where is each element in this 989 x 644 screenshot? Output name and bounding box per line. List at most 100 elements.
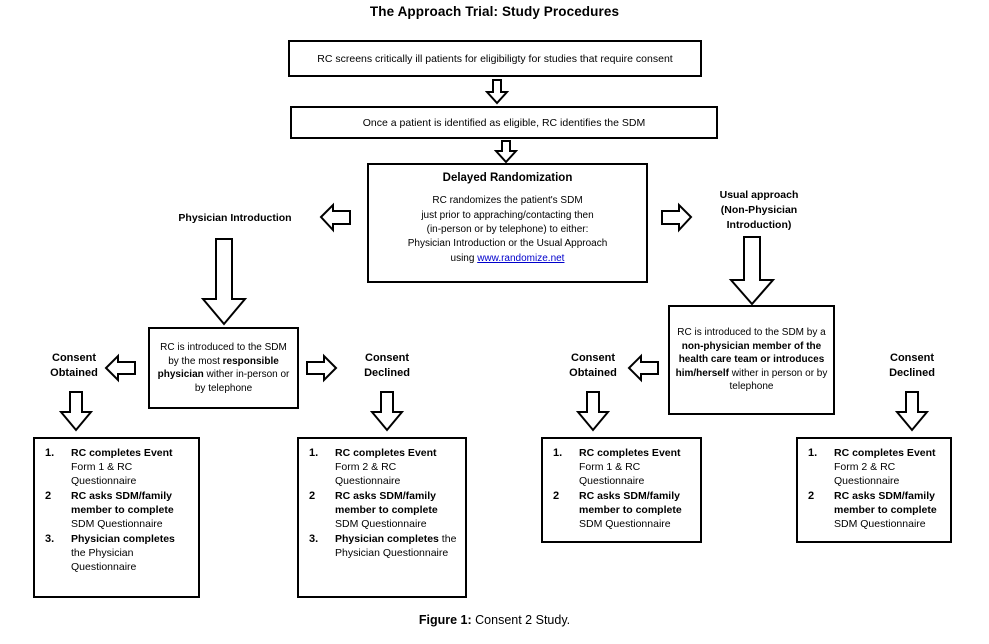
outcome-item-number: 2 <box>808 490 815 502</box>
outcome-item-text-bold: Physician completes <box>335 533 439 545</box>
consent-declined-nonphysician-line-2: Declined <box>889 367 935 379</box>
rc-physician-part1: RC is introduced to the SDM by the most <box>160 342 287 367</box>
outcome-box-physician-consent-declined: 1. RC completes Event Form 2 & RC Questio… <box>297 437 467 598</box>
rc-nonphysician-part1: RC is introduced to the SDM by a <box>677 327 826 339</box>
consent-obtained-nonphysician-label: Consent Obtained <box>543 351 643 381</box>
outcome-box-nonphysician-consent-obtained: 1. RC completes Event Form 1 & RC Questio… <box>541 437 702 543</box>
outcome-item-text: RC completes Event Form 1 & RC Questionn… <box>579 446 694 488</box>
outcome-item-number: 2 <box>309 490 316 502</box>
screening-box-text: RC screens critically ill patients for e… <box>317 52 673 65</box>
outcome-item-text-bold: RC asks SDM/family member to complete <box>71 490 174 516</box>
rc-introduced-physician-box: RC is introduced to the SDM by the most … <box>148 327 299 409</box>
arrow-down-consent-obtained-nonphysician <box>576 390 610 432</box>
consent-obtained-nonphysician-line-1: Consent <box>571 352 615 364</box>
consent-obtained-physician-line-2: Obtained <box>50 367 98 379</box>
randomization-line-2: just prior to appraching/contacting then <box>421 210 594 221</box>
outcome-item-text-bold: RC asks SDM/family member to complete <box>834 490 937 516</box>
outcome-item-text-normal: Form 1 & RC Questionnaire <box>579 461 645 487</box>
outcome-item-text-bold: RC asks SDM/family member to complete <box>579 490 682 516</box>
arrow-right-to-usual-approach-branch <box>660 201 693 234</box>
arrow-left-consent-obtained-nonphysician <box>627 352 660 384</box>
outcome-item-text-bold: RC completes Event <box>71 447 173 459</box>
arrow-down-physician-branch <box>199 237 249 327</box>
outcome-item-text-normal: Form 1 & RC Questionnaire <box>71 461 137 487</box>
outcome-item-text: Physician completes the Physician Questi… <box>71 532 192 574</box>
arrow-down-identify-to-randomization <box>494 140 518 164</box>
outcome-item: 1. RC completes Event Form 2 & RC Questio… <box>305 446 459 488</box>
outcome-item-text-normal: the Physician Questionnaire <box>335 533 457 559</box>
consent-obtained-physician-label: Consent Obtained <box>24 351 124 381</box>
usual-approach-line-3: Introduction) <box>726 219 792 231</box>
outcome-item: 3. Physician completes the Physician Ques… <box>305 532 459 560</box>
consent-declined-physician-line-1: Consent <box>365 352 409 364</box>
screening-box: RC screens critically ill patients for e… <box>288 40 702 77</box>
branch-label-usual-approach: Usual approach (Non-Physician Introducti… <box>692 188 826 233</box>
consent-declined-physician-line-2: Declined <box>364 367 410 379</box>
outcome-item-text: RC asks SDM/family member to complete SD… <box>71 489 192 531</box>
outcome-item-number: 1. <box>553 447 563 459</box>
outcome-item: 2 RC asks SDM/family member to complete S… <box>41 489 192 531</box>
outcome-item-number: 2 <box>45 490 52 502</box>
outcome-item-number: 3. <box>309 533 319 545</box>
figure-title: The Approach Trial: Study Procedures <box>369 4 620 19</box>
outcome-item: 3.Physician completes the Physician Ques… <box>41 532 192 574</box>
outcome-item-number: 1. <box>309 447 319 459</box>
figure-caption-label: Figure 1: <box>418 613 472 627</box>
outcome-item-text-bold: RC completes Event <box>834 447 936 459</box>
outcome-item-text-normal: Form 2 & RC Questionnaire <box>335 461 401 487</box>
outcome-item-text-normal: Form 2 & RC Questionnaire <box>834 461 900 487</box>
randomization-line-3: (in-person or by telephone) to either: <box>426 224 589 235</box>
consent-declined-nonphysician-label: Consent Declined <box>862 351 962 381</box>
rc-physician-part2: wither in-person or by telephone <box>194 369 290 394</box>
usual-approach-line-2: (Non-Physician <box>720 204 798 216</box>
outcome-item-text-bold: RC asks SDM/family member to complete <box>335 490 438 516</box>
rc-introduced-nonphysician-text: RC is introduced to the SDM by a non-phy… <box>675 326 828 394</box>
delayed-randomization-box: Delayed Randomization RC randomizes the … <box>367 163 648 283</box>
arrow-right-consent-declined-physician <box>305 352 338 384</box>
arrow-down-screening-to-identify <box>485 79 509 105</box>
rc-nonphysician-bold: non-physician member of the health care … <box>675 340 825 379</box>
rc-physician-bold: responsible physician <box>157 355 279 381</box>
randomization-line-5: using www.randomize.net <box>375 251 640 266</box>
arrow-left-consent-obtained-physician <box>104 352 137 384</box>
outcome-item: 2 RC asks SDM/family member to complete S… <box>804 489 944 531</box>
outcome-item: 1. RC completes Event Form 1 & RC Questio… <box>549 446 694 488</box>
outcome-box-physician-consent-obtained: 1. RC completes Event Form 1 & RC Questio… <box>33 437 200 598</box>
outcome-item-text-bold: Physician completes <box>71 533 175 545</box>
outcome-item: 2 RC asks SDM/family member to complete S… <box>305 489 459 531</box>
consent-obtained-nonphysician-line-2: Obtained <box>569 367 617 379</box>
arrow-down-consent-declined-nonphysician <box>895 390 929 432</box>
outcome-item-text: RC asks SDM/family member to complete SD… <box>834 489 944 531</box>
outcome-item-text-bold: RC completes Event <box>579 447 681 459</box>
outcome-item-text: RC asks SDM/family member to complete SD… <box>335 489 459 531</box>
outcome-item-text-bold: RC completes Event <box>335 447 437 459</box>
outcome-item-text: Physician completes the Physician Questi… <box>335 532 459 560</box>
identify-sdm-box: Once a patient is identified as eligible… <box>290 106 718 139</box>
outcome-item-text: RC completes Event Form 2 & RC Questionn… <box>834 446 944 488</box>
outcome-item-text-normal: SDM Questionnaire <box>834 518 926 530</box>
randomize-net-link[interactable]: www.randomize.net <box>477 253 565 264</box>
randomization-heading: Delayed Randomization <box>442 172 573 184</box>
arrow-down-consent-obtained-physician <box>59 390 93 432</box>
rc-introduced-physician-text: RC is introduced to the SDM by the most … <box>155 341 292 395</box>
usual-approach-line-1: Usual approach <box>719 189 799 201</box>
consent-declined-nonphysician-line-1: Consent <box>890 352 934 364</box>
outcome-item-number: 1. <box>808 447 818 459</box>
figure-caption-text: Consent 2 Study. <box>471 613 571 627</box>
randomization-line-4: Physician Introduction or the Usual Appr… <box>407 238 608 249</box>
arrow-down-consent-declined-physician <box>370 390 404 432</box>
outcome-item-text-normal: SDM Questionnaire <box>335 518 427 530</box>
outcome-item: 1. RC completes Event Form 2 & RC Questio… <box>804 446 944 488</box>
arrow-down-usual-approach-branch <box>727 235 777 307</box>
outcome-item-text-normal: SDM Questionnaire <box>71 518 163 530</box>
outcome-item-text: RC completes Event Form 2 & RC Questionn… <box>335 446 459 488</box>
randomization-line-1: RC randomizes the patient's SDM <box>432 195 583 206</box>
outcome-item-text: RC asks SDM/family member to complete SD… <box>579 489 694 531</box>
outcome-item-number: 1. <box>45 447 55 459</box>
figure-caption: Figure 1: Consent 2 Study. <box>0 613 989 627</box>
arrow-left-to-physician-branch <box>319 201 352 234</box>
outcome-item-text-normal: the Physician Questionnaire <box>71 547 137 573</box>
branch-label-physician-introduction: Physician Introduction <box>178 212 292 224</box>
